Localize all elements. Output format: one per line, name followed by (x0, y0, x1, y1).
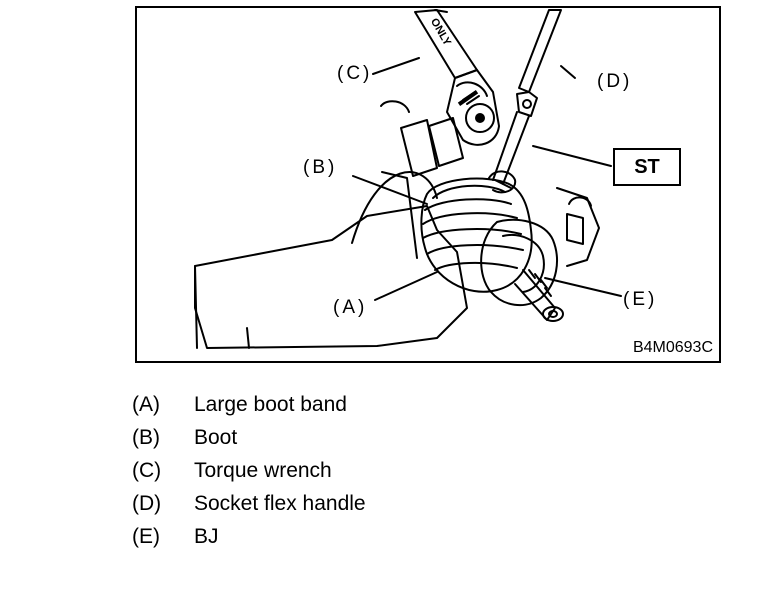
st-label-box: ST (613, 148, 681, 186)
legend-item: (C) Torque wrench (132, 454, 366, 487)
legend-key: (B) (132, 425, 160, 449)
legend-item: (E) BJ (132, 520, 366, 553)
callout-e: (E) (623, 289, 658, 310)
tool-engraving: ONLY (428, 16, 453, 48)
legend-key: (A) (132, 392, 160, 416)
illustration-frame: ONLY (C) (D) (B) (A) (E) ST B4M0693C (135, 6, 721, 363)
figure-id: B4M0693C (632, 339, 713, 356)
callout-b: (B) (303, 157, 338, 178)
drive-shaft-boot-drawing: ONLY (194, 9, 622, 349)
legend-text: Boot (194, 425, 238, 449)
legend-key: (D) (132, 491, 162, 515)
legend: (A) Large boot band (B) Boot (C) Torque … (132, 388, 366, 553)
legend-text: Torque wrench (194, 458, 332, 482)
legend-item: (A) Large boot band (132, 388, 366, 421)
legend-text: Large boot band (194, 392, 347, 416)
legend-key: (C) (132, 458, 162, 482)
legend-key: (E) (132, 524, 160, 548)
legend-item: (D) Socket flex handle (132, 487, 366, 520)
legend-text: BJ (194, 524, 219, 548)
st-label: ST (634, 155, 660, 178)
callout-c: (C) (337, 63, 373, 84)
legend-item: (B) Boot (132, 421, 366, 454)
legend-text: Socket flex handle (194, 491, 366, 515)
callout-d: (D) (597, 71, 633, 92)
callout-a: (A) (333, 297, 368, 318)
